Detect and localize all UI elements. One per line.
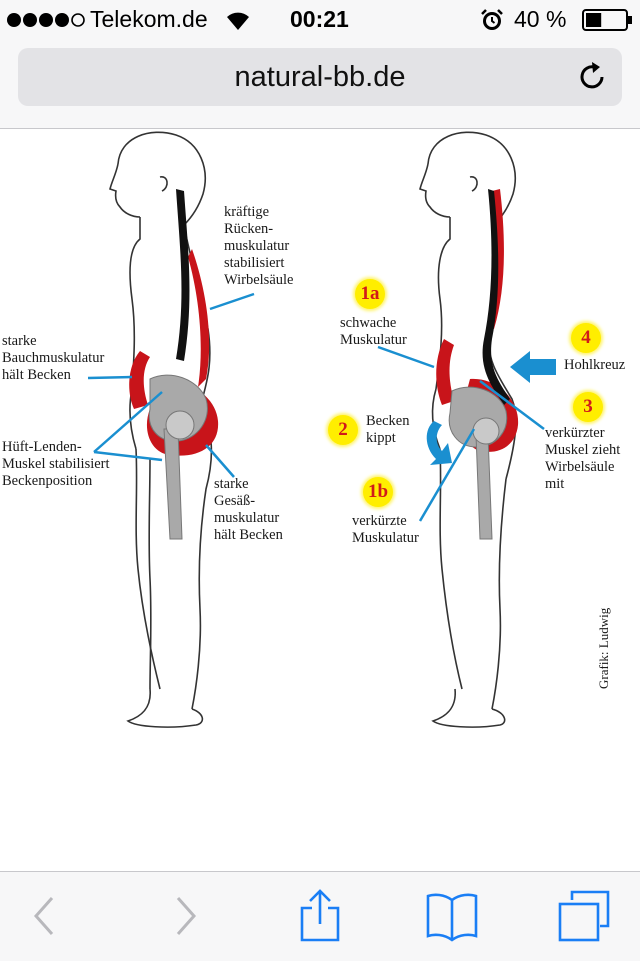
battery-percentage: 40 %	[514, 6, 567, 32]
signal-strength-icon	[7, 13, 85, 27]
badge-4: 4	[571, 323, 601, 353]
posture-illustration	[87, 131, 556, 728]
label-weak-muscles: schwache Muskulatur	[340, 315, 407, 348]
page-content: kräftige Rücken- muskulatur stabilisiert…	[0, 129, 640, 871]
left-pointer-lines	[87, 292, 255, 478]
alarm-clock-icon	[481, 9, 503, 30]
label-strong-abdominals: starke Bauchmuskulatur hält Becken	[2, 333, 105, 383]
share-icon	[300, 889, 340, 942]
right-skeleton	[448, 189, 510, 540]
share-button[interactable]	[290, 888, 350, 944]
pelvis-tilt-arrow	[426, 421, 452, 465]
tabs-icon	[558, 890, 610, 942]
label-pelvis-tilts: Becken kippt	[366, 413, 410, 446]
open-book-icon	[426, 893, 478, 942]
address-bar[interactable]: natural-bb.de	[18, 48, 622, 106]
browser-header: natural-bb.de	[0, 40, 640, 129]
left-skeleton	[148, 189, 208, 540]
badge-2: 2	[328, 415, 358, 445]
tabs-button[interactable]	[554, 888, 614, 944]
label-hip-flexor: Hüft-Lenden- Muskel stabilisiert Beckenp…	[2, 439, 110, 489]
back-button[interactable]	[14, 888, 74, 944]
carrier-name: Telekom.de	[90, 6, 208, 32]
label-strong-back-muscles: kräftige Rücken- muskulatur stabilisiert…	[224, 204, 294, 288]
label-shortened-muscle-pulls-spine: verkürzter Muskel zieht Wirbelsäule mit	[545, 425, 621, 492]
right-pointer-lines	[377, 345, 545, 522]
forward-button[interactable]	[156, 888, 216, 944]
status-bar: Telekom.de 00:21 40 %	[0, 0, 640, 40]
url-text[interactable]: natural-bb.de	[234, 61, 406, 93]
browser-toolbar	[0, 871, 640, 961]
badge-3: 3	[573, 392, 603, 422]
chevron-left-icon	[33, 897, 54, 935]
label-shortened-muscles: verkürzte Muskulatur	[352, 513, 419, 546]
reload-icon[interactable]	[576, 60, 610, 94]
battery-icon	[582, 9, 632, 31]
badge-1a: 1a	[355, 279, 385, 309]
badge-1b: 1b	[363, 477, 393, 507]
chevron-right-icon	[176, 897, 197, 935]
clock: 00:21	[290, 6, 349, 32]
wifi-icon	[227, 12, 249, 30]
bookmarks-button[interactable]	[422, 888, 482, 944]
right-arrows	[426, 351, 556, 465]
label-hollow-back: Hohlkreuz	[564, 357, 626, 373]
graphic-credit: Grafik: Ludwig	[596, 607, 611, 689]
hollow-back-arrow	[510, 351, 556, 383]
label-strong-glutes: starke Gesäß- muskulatur hält Becken	[214, 476, 283, 543]
